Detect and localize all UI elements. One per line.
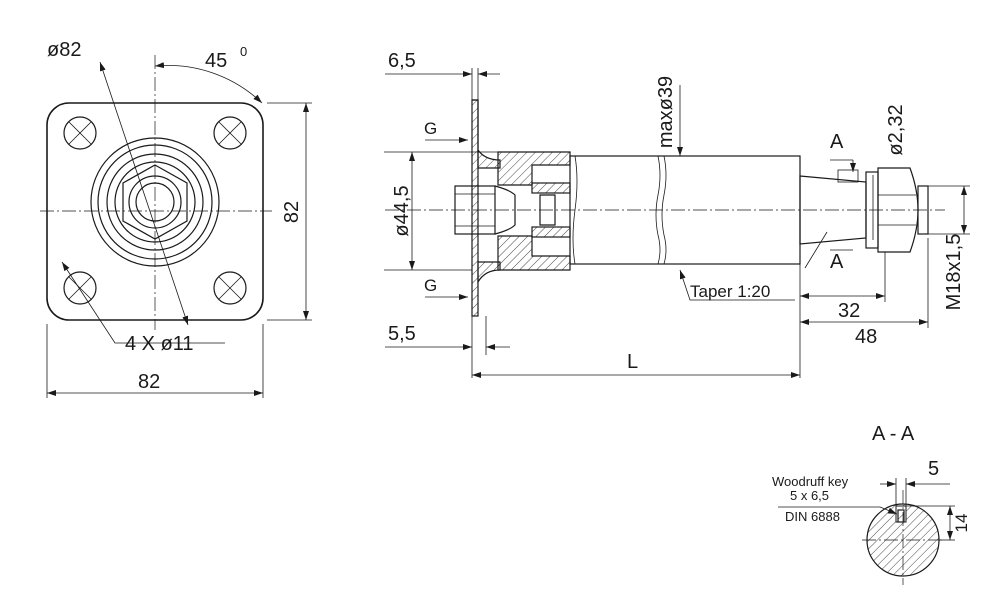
hub-outer-ring <box>90 137 220 267</box>
front-view: ø82 45 0 4 X ø11 82 82 <box>40 39 312 398</box>
taper-label: Taper 1:20 <box>690 282 770 301</box>
inner-fitting <box>454 185 496 235</box>
flange-bottom-section <box>477 261 501 285</box>
section-mark-top: A <box>830 131 844 153</box>
flange-plate-section <box>471 99 479 317</box>
thread-end <box>917 185 929 235</box>
taper-length-label: 32 <box>838 300 860 322</box>
angle-degree-mark: 0 <box>240 44 247 59</box>
section-title: A - A <box>872 423 915 445</box>
section-view: A - A 5 14 Woodruff key 5 x 6,5 DIN 6888 <box>772 423 971 585</box>
side-view: 6,5 G G ø44,5 5,5 maxø39 A A ø2,32 <box>384 50 970 378</box>
hub-upper-section <box>497 151 571 186</box>
bolt-circle-label: ø82 <box>47 39 81 61</box>
woodruff-key <box>897 509 905 523</box>
mounting-hole <box>63 271 97 305</box>
key-label-line1: Woodruff key <box>772 474 849 489</box>
mounting-hole <box>213 271 247 305</box>
hub-diameter-label: ø44,5 <box>391 185 413 236</box>
holes-leader <box>61 261 225 344</box>
end-length-label: 48 <box>855 326 877 348</box>
pin-hole-label: ø2,32 <box>885 104 907 155</box>
shaft-max-dia-label: maxø39 <box>655 76 677 148</box>
height-label: 82 <box>281 201 303 223</box>
mounting-hole <box>63 116 97 150</box>
angle-arc <box>154 62 263 104</box>
break-line <box>655 155 661 265</box>
base-thickness-label: 5,5 <box>388 323 416 345</box>
key-width-label: 5 <box>928 458 939 480</box>
section-mark-bottom: A <box>830 251 844 273</box>
flange-thickness-label: 6,5 <box>388 50 416 72</box>
groove-bottom-label: G <box>424 276 437 295</box>
bolt-circle-dimension-line <box>99 61 189 326</box>
bore-upper-section <box>531 182 571 194</box>
groove-top-label: G <box>424 119 437 138</box>
bore-lower-section <box>531 226 571 238</box>
mounting-hole <box>213 116 247 150</box>
angle-label: 45 <box>205 50 227 72</box>
key-label-line3: DIN 6888 <box>785 509 840 524</box>
key-label-line2: 5 x 6,5 <box>790 488 829 503</box>
key-height-label: 14 <box>952 514 971 533</box>
overall-length-label: L <box>627 351 638 373</box>
mounting-holes <box>63 116 247 305</box>
width-label: 82 <box>138 371 160 393</box>
hub-lower-section <box>497 235 571 271</box>
holes-label: 4 X ø11 <box>125 333 194 355</box>
thread-label: M18x1,5 <box>943 234 965 311</box>
